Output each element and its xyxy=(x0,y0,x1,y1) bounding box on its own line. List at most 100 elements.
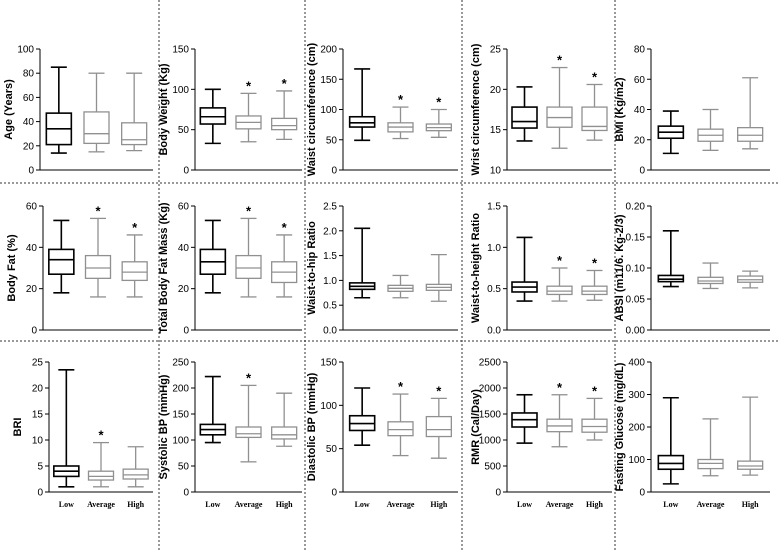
category-label: Low xyxy=(205,500,220,509)
iqr-box xyxy=(122,468,149,480)
y-axis-title: Wrist circumference (cm) xyxy=(470,43,482,175)
y-tick-label: 150 xyxy=(172,410,189,421)
y-tick-label: 0 xyxy=(331,488,337,499)
category-label: Low xyxy=(355,500,370,509)
y-tick-label: 5 xyxy=(37,462,43,473)
box-high: * xyxy=(581,383,608,441)
box-low xyxy=(657,396,685,485)
category-label: High xyxy=(276,500,293,509)
y-axis-title: Waist-to-height Ratio xyxy=(470,213,482,323)
y-tick-label: 100 xyxy=(172,436,189,447)
y-tick-label: 0 xyxy=(183,488,189,499)
y-axis-title: Body Weight (Kg) xyxy=(158,63,170,155)
iqr-box xyxy=(737,127,764,142)
y-tick-label: 100 xyxy=(17,45,34,56)
iqr-box xyxy=(121,261,148,282)
box-average: * xyxy=(387,379,414,457)
box-high: * xyxy=(271,220,298,298)
y-tick-label: 10 xyxy=(490,166,502,177)
y-tick-label: 0.20 xyxy=(626,202,646,213)
y-tick-label: 0 xyxy=(331,166,337,177)
box-low xyxy=(199,219,227,294)
box-average: * xyxy=(546,380,573,448)
iqr-box xyxy=(271,117,298,131)
y-tick-label: 20 xyxy=(178,284,190,295)
significance-star: * xyxy=(282,220,288,235)
box-low xyxy=(657,110,685,155)
y-tick-label: 15 xyxy=(490,125,502,136)
y-tick-label: 200 xyxy=(172,384,189,395)
box-average xyxy=(697,108,724,151)
y-axis-title: Age (Years) xyxy=(3,79,15,140)
y-tick-label: 60 xyxy=(634,75,646,86)
y-tick-label: 60 xyxy=(178,202,190,213)
y-tick-label: 400 xyxy=(628,358,645,369)
y-tick-label: 0.5 xyxy=(323,301,337,312)
y-tick-label: 150 xyxy=(320,75,337,86)
y-tick-label: 80 xyxy=(634,45,646,56)
box-average: * xyxy=(546,53,573,149)
y-tick-label: 0 xyxy=(28,166,34,177)
y-tick-label: 1.5 xyxy=(323,251,337,262)
y-tick-label: 100 xyxy=(320,105,337,116)
box-high xyxy=(122,446,149,488)
y-tick-label: 40 xyxy=(634,105,646,116)
box-average xyxy=(387,274,414,299)
significance-star: * xyxy=(592,69,598,84)
y-tick-label: 20 xyxy=(23,141,35,152)
box-high xyxy=(121,72,148,152)
y-tick-label: 500 xyxy=(484,462,501,473)
y-tick-label: 100 xyxy=(628,455,645,466)
iqr-box xyxy=(546,285,573,296)
box-average: * xyxy=(235,78,262,143)
iqr-box xyxy=(48,248,75,275)
box-average xyxy=(83,72,110,153)
box-high: * xyxy=(121,220,148,298)
y-tick-label: 0 xyxy=(183,326,189,337)
box-low xyxy=(348,227,376,299)
y-axis-title: Diastolic BP (mmHg) xyxy=(306,372,318,481)
box-low xyxy=(53,368,80,488)
significance-star: * xyxy=(557,253,563,268)
category-label: High xyxy=(742,500,759,509)
category-label: Low xyxy=(59,500,74,509)
box-average: * xyxy=(84,203,112,298)
significance-star: * xyxy=(132,220,138,235)
y-tick-label: 20 xyxy=(26,284,38,295)
iqr-box xyxy=(121,122,148,146)
significance-star: * xyxy=(246,78,252,93)
y-tick-label: 50 xyxy=(178,462,190,473)
significance-star: * xyxy=(436,95,442,110)
y-tick-label: 20 xyxy=(634,135,646,146)
category-label: High xyxy=(430,500,447,509)
iqr-box xyxy=(87,470,115,481)
y-tick-label: 25 xyxy=(32,358,44,369)
y-axis-title: Body Fat (%) xyxy=(6,234,18,302)
iqr-box xyxy=(235,426,262,439)
y-tick-label: 0.05 xyxy=(626,295,646,306)
category-label: Low xyxy=(517,500,532,509)
y-axis-title: Waist circumference (cm) xyxy=(306,42,318,176)
y-tick-label: 200 xyxy=(628,423,645,434)
y-tick-label: 0 xyxy=(639,166,645,177)
y-tick-label: 300 xyxy=(628,390,645,401)
significance-star: * xyxy=(436,383,442,398)
y-tick-label: 150 xyxy=(320,358,337,369)
y-tick-label: 0.10 xyxy=(626,264,646,275)
iqr-box xyxy=(83,111,110,145)
y-tick-label: 0.00 xyxy=(626,326,646,337)
y-tick-label: 20 xyxy=(32,384,44,395)
y-tick-label: 2.0 xyxy=(323,226,337,237)
box-high: * xyxy=(425,383,452,459)
y-axis-title: Fasting Glucose (mg/dL) xyxy=(614,362,626,491)
y-tick-label: 0.5 xyxy=(487,284,501,295)
